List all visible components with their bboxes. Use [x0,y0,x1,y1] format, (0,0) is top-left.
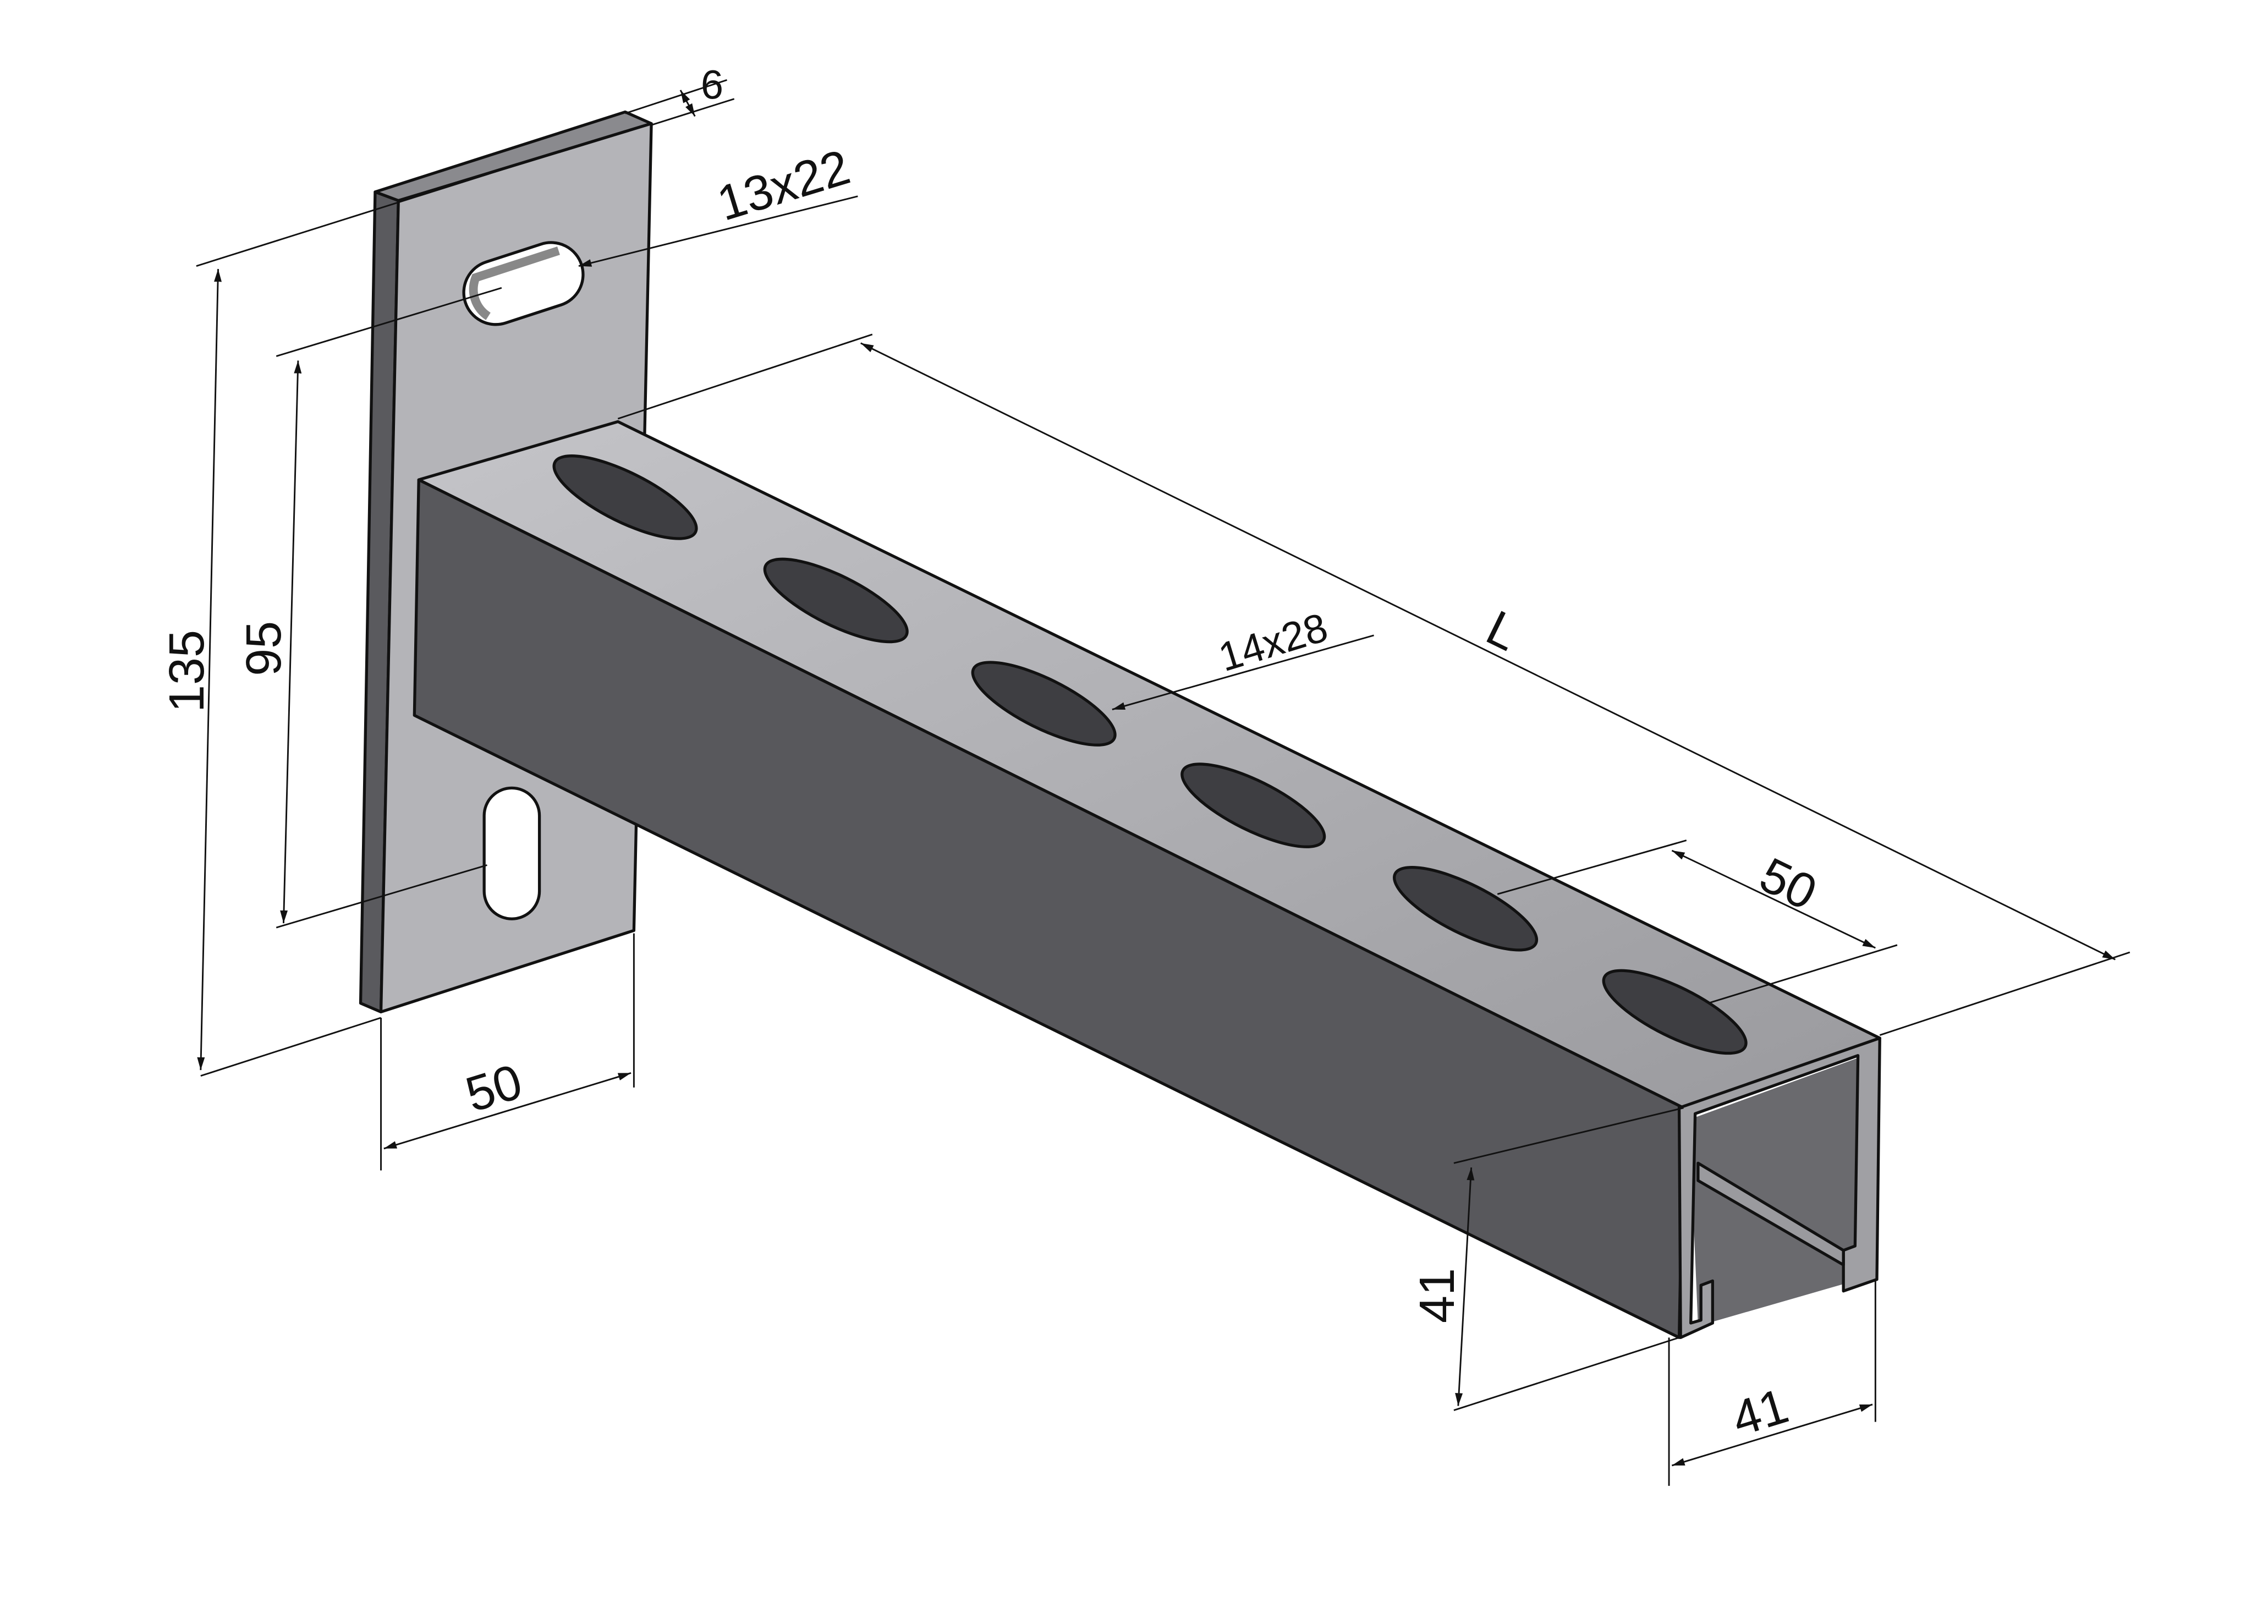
plate-height-label: 135 [160,630,215,712]
plate-width-label: 50 [460,1054,529,1123]
upper-slot-label: 13x22 [711,140,856,232]
slot-pitch-label: 50 [1751,847,1825,921]
hole-spacing-label: 95 [237,621,292,676]
channel-slot [552,454,698,540]
length-label: L [1478,600,1527,662]
channel-lip [1696,1161,1845,1266]
channel-slot [1602,969,1748,1055]
channel-height-label: 41 [1410,1268,1465,1323]
lower-plate-slot [482,786,541,920]
channel-width-label: 41 [1726,1378,1795,1447]
channel-slot-label: 14x28 [1213,604,1333,680]
plate-thickness-label: 6 [701,62,723,108]
channel-end-inside [1689,1052,1873,1326]
dimension-lines [196,79,2130,1486]
channel-end-profile [1677,1036,1881,1340]
